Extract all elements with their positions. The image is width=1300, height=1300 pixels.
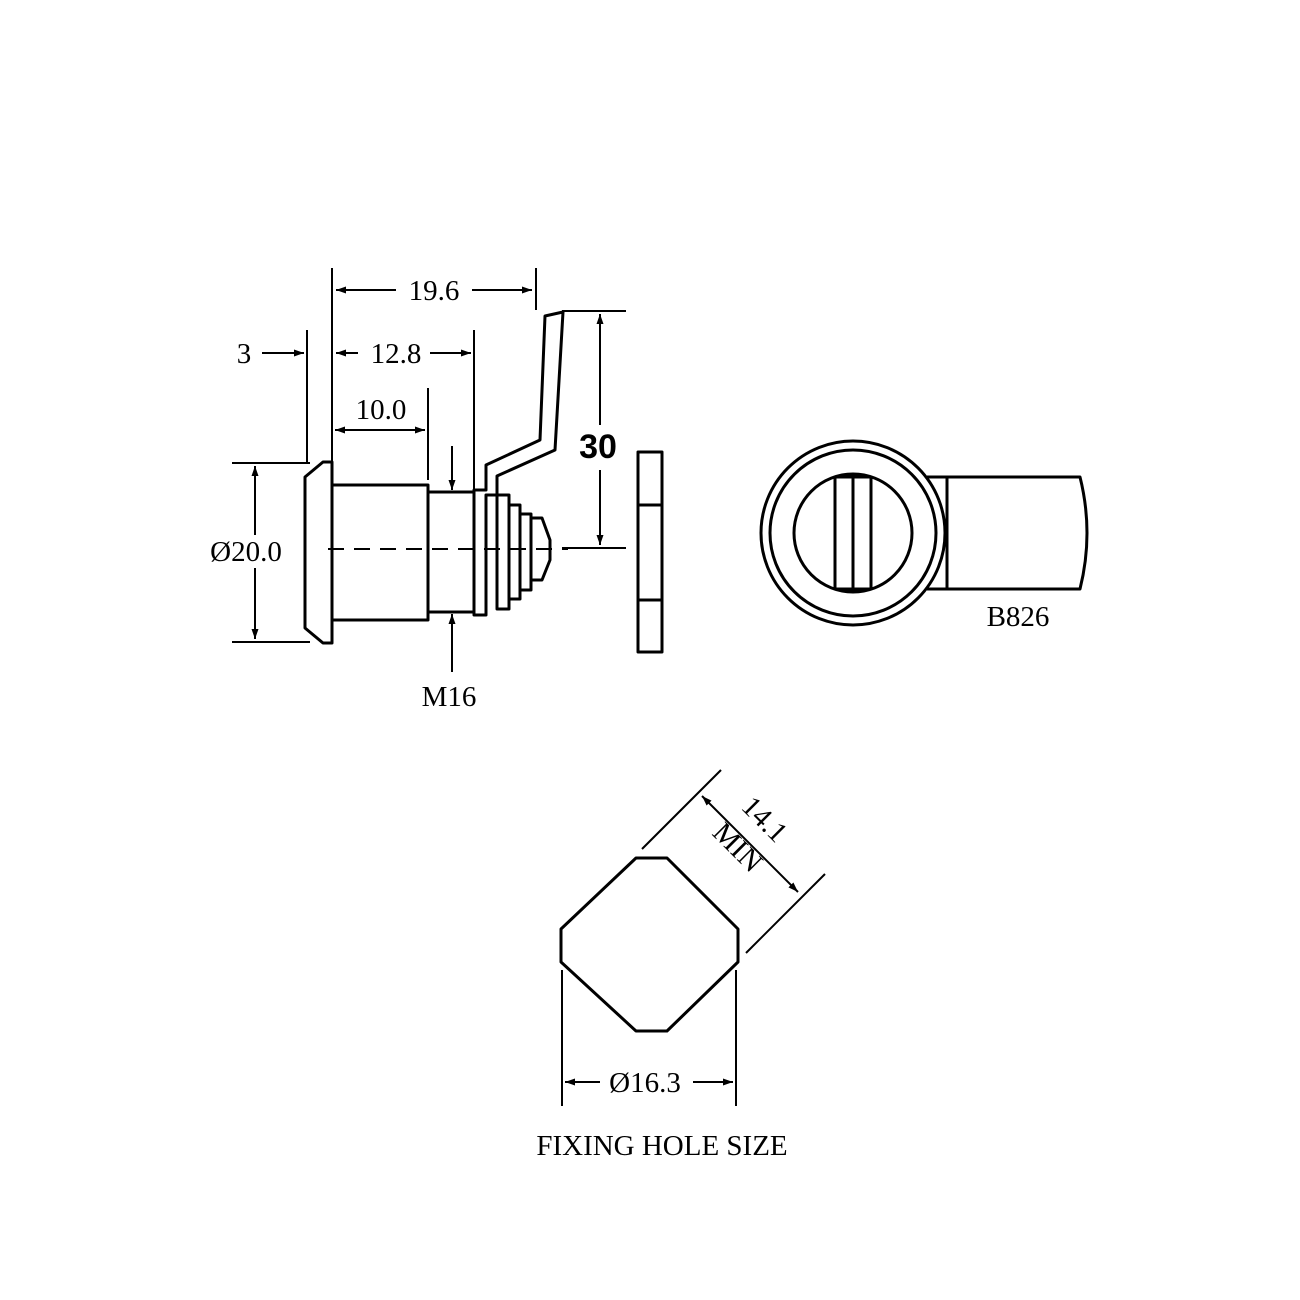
body-length-label: 12.8 <box>371 338 422 370</box>
cam-height-label: 30 <box>579 428 617 466</box>
side-view: 19.6 3 12.8 10.0 30 Ø20.0 M16 <box>210 268 626 713</box>
square-body <box>330 483 430 622</box>
cam-arm <box>927 475 1089 591</box>
threaded-body <box>426 490 476 614</box>
flange-label: 3 <box>237 338 252 370</box>
square-length-label: 10.0 <box>356 394 407 426</box>
spindle <box>518 512 533 592</box>
fixing-hole: 14.1 MIN Ø16.3 FIXING HOLE SIZE <box>536 769 826 1162</box>
screw-tip <box>529 516 552 582</box>
thread-label: M16 <box>422 681 477 713</box>
hole-outline <box>559 856 740 1033</box>
hole-dia-label: Ø16.3 <box>609 1067 681 1099</box>
overall-length-label: 19.6 <box>409 275 460 307</box>
front-view: B826 <box>759 439 1089 633</box>
caption: FIXING HOLE SIZE <box>536 1130 787 1162</box>
flange <box>303 460 334 645</box>
nut <box>495 493 511 611</box>
washer <box>507 503 522 601</box>
model-label: B826 <box>987 601 1050 633</box>
cam-lever <box>472 310 565 617</box>
cam-edge-view <box>636 450 664 654</box>
flange-dia-label: Ø20.0 <box>210 536 282 568</box>
